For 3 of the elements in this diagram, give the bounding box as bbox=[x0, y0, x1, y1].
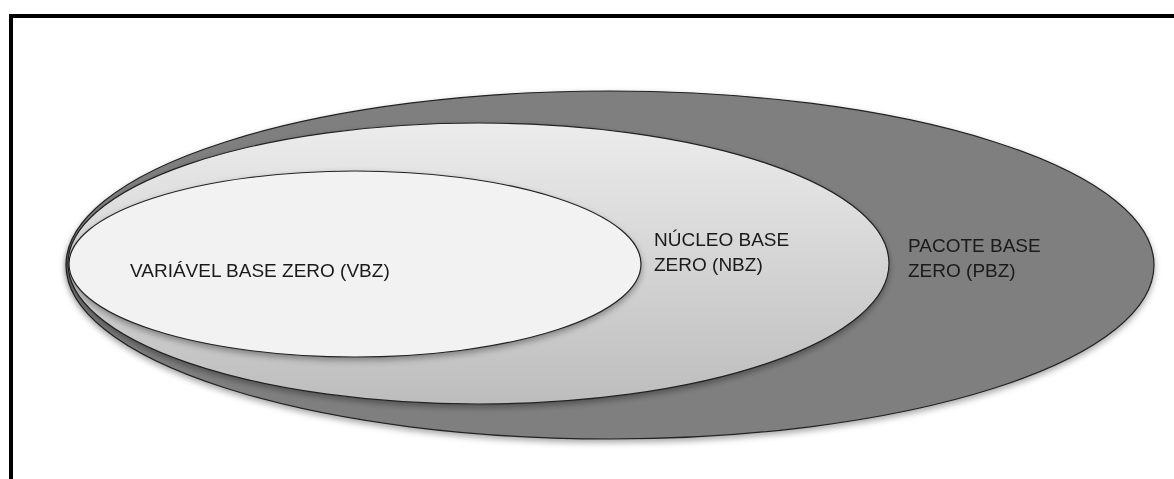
set-label: VARIÁVEL BASE ZERO (VBZ) bbox=[130, 259, 391, 283]
set-label: NÚCLEO BASE ZERO (NBZ) bbox=[654, 228, 791, 277]
set-label: PACOTE BASE ZERO (PBZ) bbox=[908, 234, 1042, 283]
